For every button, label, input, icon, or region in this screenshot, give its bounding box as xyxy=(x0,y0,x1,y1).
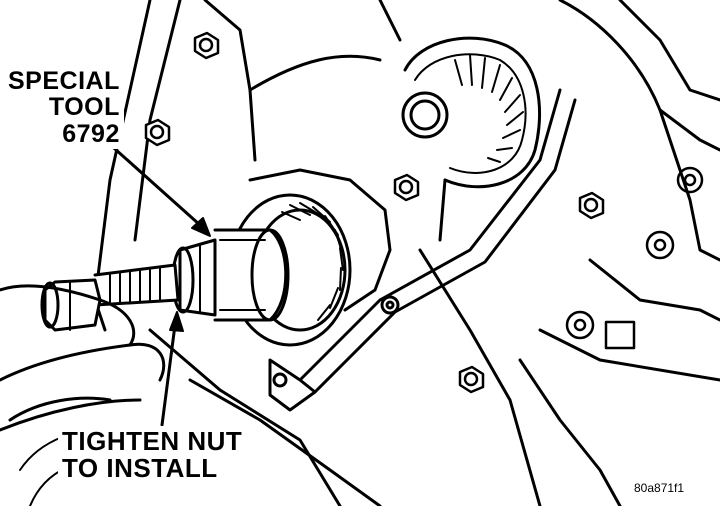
camshaft-sprocket xyxy=(401,36,541,242)
special-tool-label-line1: SPECIAL xyxy=(8,67,120,95)
leader-special-tool xyxy=(103,138,211,237)
bolt-right xyxy=(578,191,605,220)
engine-block xyxy=(93,0,720,506)
special-tool-label-line2: TOOL xyxy=(48,93,120,122)
special-tool-6792 xyxy=(40,228,290,332)
sprocket-teeth xyxy=(454,54,524,163)
callout-leaders[interactable] xyxy=(103,138,211,427)
special-tool-label: SPECIAL TOOL 6792 xyxy=(4,66,124,149)
bolt-ring-low xyxy=(565,310,595,340)
tighten-nut-label-line2: TO INSTALL xyxy=(62,453,218,484)
tighten-nut-label: TIGHTEN NUT TO INSTALL xyxy=(58,426,247,485)
bolt-center xyxy=(393,173,420,202)
bolt-left-mid xyxy=(144,118,171,147)
block-nub xyxy=(604,320,636,350)
crank-sprocket-teeth xyxy=(281,202,344,321)
leader-tighten-nut xyxy=(160,311,184,427)
bolt-lower xyxy=(458,365,485,394)
bolt-ring-mid xyxy=(645,230,675,260)
bolt-ring-right xyxy=(676,166,704,194)
tighten-nut-label-line1: TIGHTEN NUT xyxy=(62,426,243,456)
figure-id: 80a871f1 xyxy=(632,481,687,495)
bolt-heads xyxy=(144,31,704,394)
special-tool-label-line3: 6792 xyxy=(62,119,120,148)
rod-threads xyxy=(109,267,161,305)
bolt-top xyxy=(193,31,220,60)
belt-guide-rail xyxy=(268,88,577,412)
